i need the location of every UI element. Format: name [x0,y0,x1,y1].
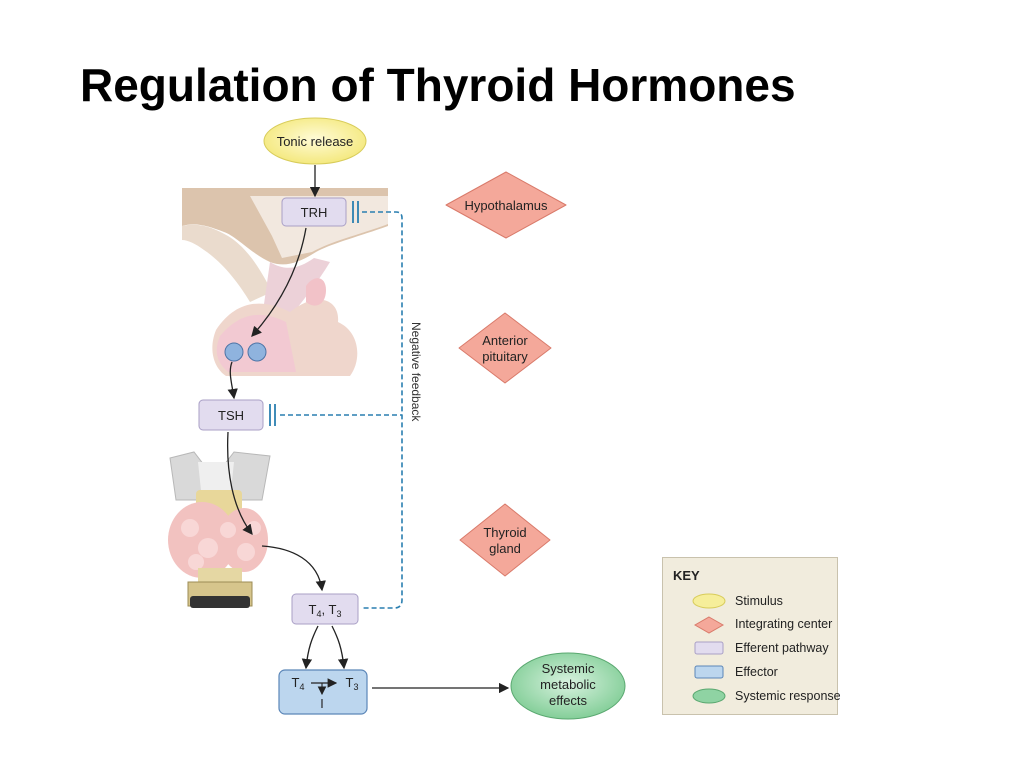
t4-t3-label: T4, T3 [309,602,342,619]
arrow-trh-to-pituitary [251,227,307,337]
key-item-effector: Effector [663,662,863,682]
thyroid-gland-label-1: Thyroid [483,525,526,540]
arrow-t4t3-to-effector-left [301,625,319,670]
key-label: Systemic response [735,689,841,703]
hypothalamus-label: Hypothalamus [464,198,548,213]
page-title: Regulation of Thyroid Hormones [80,59,796,111]
hypothalamus-diamond [445,171,567,239]
arrow-t4t3-to-effector-right [331,625,349,670]
thyroid-gland-label-2: gland [489,541,521,556]
stimulus-label: Tonic release [277,134,354,149]
response-line-1: Systemic [542,661,595,676]
arrow-tsh-to-thyroid [227,431,253,536]
key-item-systemic-response: Systemic response [663,686,863,706]
thyroid-gland-diamond [459,503,551,577]
key-label: Integrating center [735,617,833,631]
stimulus-swatch [692,593,726,609]
thyroid-gland-illustration [168,451,271,608]
key-item-efferent-pathway: Efferent pathway [663,638,863,658]
pituitary-cell [224,342,244,362]
key-label: Stimulus [735,594,783,608]
systemic-response-swatch [692,688,726,704]
trh-label: TRH [301,205,328,220]
response-line-2: metabolic [540,677,596,692]
trh-box [281,197,347,227]
effector-swatch [694,665,724,679]
effector-t4-label: T4 [292,675,305,692]
tsh-box [198,399,264,431]
tsh-label: TSH [218,408,244,423]
effector-t3-label: T3 [346,675,359,692]
stimulus-ellipse [263,117,367,165]
anterior-pituitary-label-2: pituitary [482,349,528,364]
pituitary-cell [247,342,267,362]
key-label: Efferent pathway [735,641,829,655]
negative-feedback-label: Negative feedback [409,322,423,422]
key-legend: KEY Stimulus Integrating center Efferent… [662,557,841,715]
key-title: KEY [673,568,700,583]
response-line-3: effects [549,693,588,708]
t4-t3-box [291,593,359,625]
anterior-pituitary-diamond [458,312,552,384]
key-label: Effector [735,665,778,679]
anterior-pituitary-label-1: Anterior [482,333,528,348]
integrating-center-swatch [693,616,725,634]
negative-feedback-path [362,211,403,609]
arrow-pituitary-to-tsh [227,361,238,400]
key-item-stimulus: Stimulus [663,591,863,611]
efferent-pathway-swatch [694,641,724,655]
systemic-response-ellipse [510,652,626,720]
arrow-thyroid-to-t4t3 [261,545,326,592]
key-item-integrating-center: Integrating center [663,614,863,634]
iodide-label: I [320,697,323,711]
